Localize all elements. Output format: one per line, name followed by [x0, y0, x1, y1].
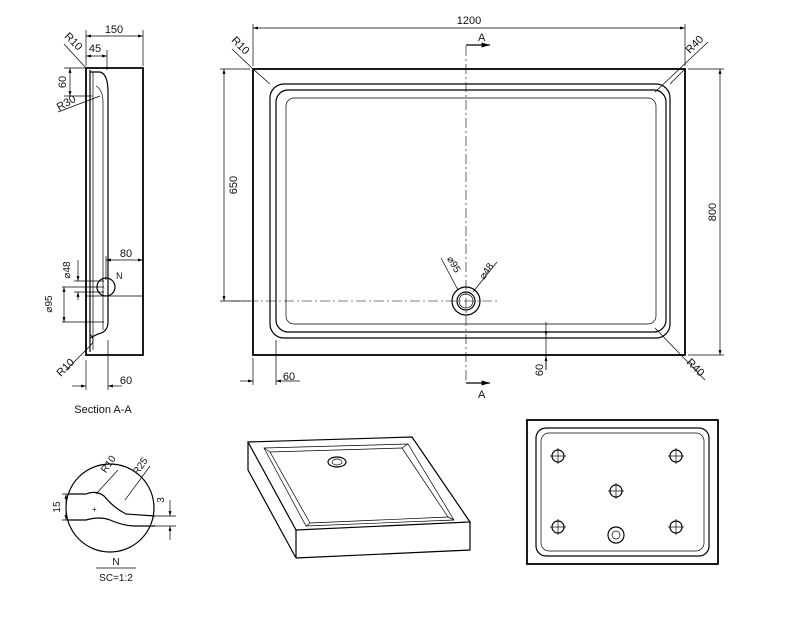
plan-inner-radius-top: R40 — [683, 33, 706, 56]
plan-inner-height-dim: 650 — [228, 176, 240, 194]
plan-height-dim: 800 — [707, 203, 719, 221]
plan-inner-radius-bottom: R40 — [684, 356, 707, 379]
plan-view: A A 1200 800 650 60 60 R10 R40 R4 — [220, 15, 724, 401]
detail-label: N — [112, 557, 119, 568]
plan-margin-bottom-dim: 60 — [534, 364, 546, 376]
svg-text:+: + — [92, 505, 97, 514]
detail-height-dim: 15 — [52, 501, 63, 513]
plan-corner-radius: R10 — [229, 34, 252, 57]
plan-basin-outer — [275, 89, 667, 333]
section-mark-bottom: A — [478, 389, 486, 401]
section-top-radius: R10 — [62, 30, 85, 53]
section-detail-mark: N — [116, 271, 123, 281]
section-title: Section A-A — [74, 404, 132, 416]
underside-drain — [607, 526, 625, 544]
section-rim-height-dim: 60 — [57, 76, 69, 88]
plan-margin-left-dim: 60 — [283, 371, 295, 383]
underside-view — [526, 419, 719, 565]
support-foot — [550, 519, 566, 535]
section-rim-width-dim: 45 — [89, 43, 101, 55]
support-foot — [668, 448, 684, 464]
plan-rim-inner — [269, 83, 671, 339]
detail-depth-dim: 3 — [156, 497, 167, 503]
plan-basin-floor — [285, 97, 657, 325]
plan-drain-outer-dim: ⌀95 — [444, 255, 462, 276]
section-bottom-width-dim: 60 — [120, 375, 132, 387]
section-bottom-radius: R10 — [54, 356, 77, 379]
section-view: 150 45 60 R10 R30 ⌀48 ⌀95 80 N R10 60 Se… — [44, 24, 144, 416]
detail-radius-large: R25 — [131, 456, 151, 478]
section-drain-inner-dim: ⌀48 — [62, 261, 73, 279]
detail-view: + 15 3 R10 R25 N SC=1:2 — [52, 454, 176, 584]
plan-outer-edge — [252, 68, 686, 356]
support-foot — [608, 483, 624, 499]
support-foot — [668, 519, 684, 535]
plan-width-dim: 1200 — [457, 15, 481, 27]
plan-drain-inner-dim: ⌀48 — [478, 261, 497, 282]
section-drain-offset-dim: 80 — [120, 248, 132, 260]
section-width-dim: 150 — [105, 24, 123, 36]
support-foot — [550, 448, 566, 464]
section-mark-top: A — [478, 32, 486, 44]
section-drain-outer-dim: ⌀95 — [44, 295, 55, 313]
detail-scale: SC=1:2 — [99, 573, 133, 584]
isometric-view — [247, 436, 472, 559]
